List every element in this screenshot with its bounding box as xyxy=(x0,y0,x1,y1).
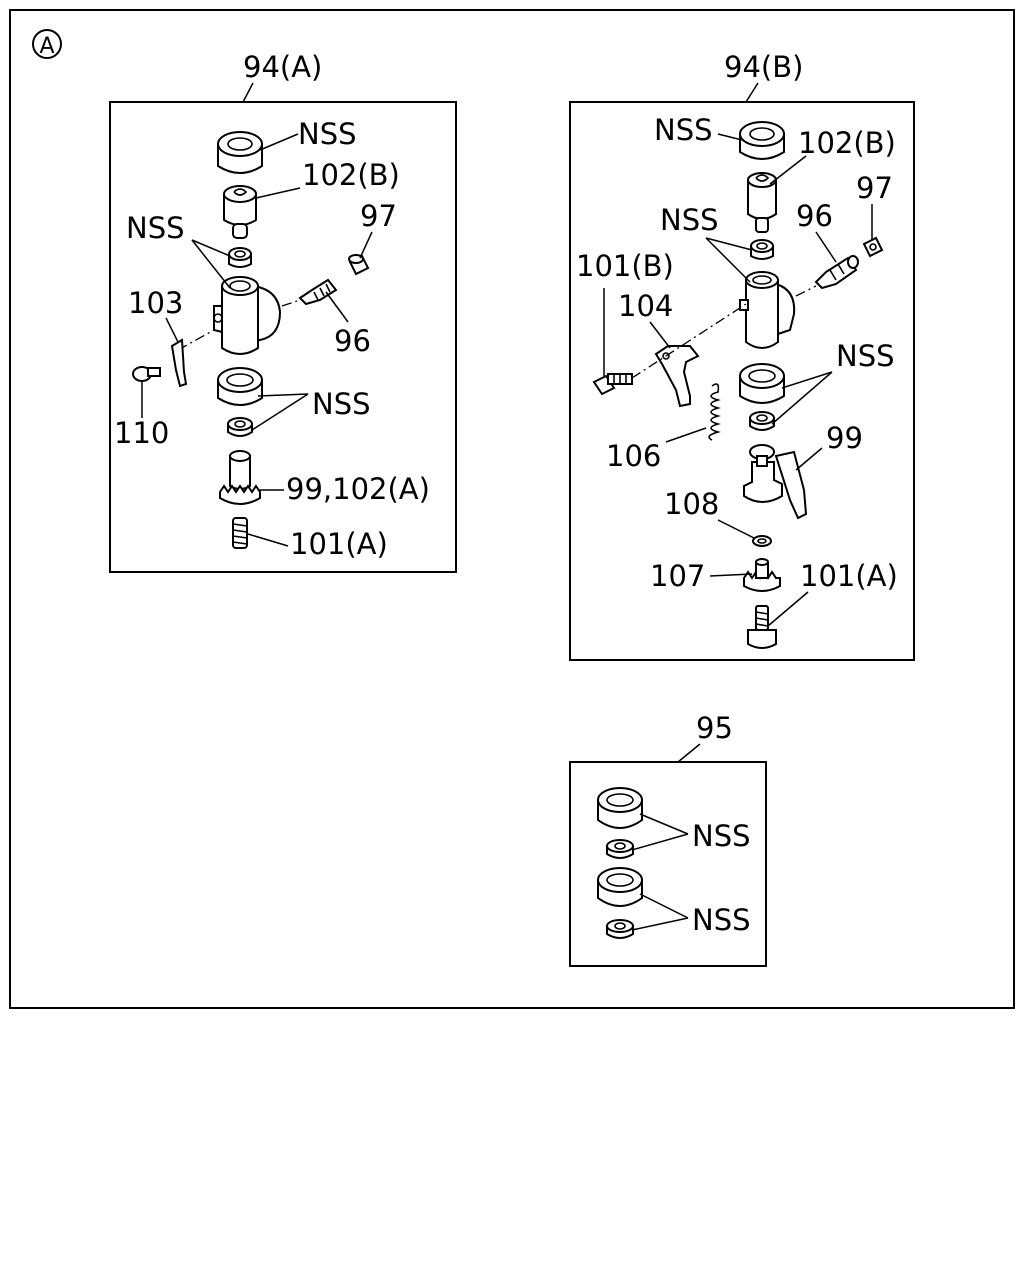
label-107: 107 xyxy=(650,559,705,593)
label-nss: NSS xyxy=(692,903,751,937)
label-nss: NSS xyxy=(836,339,895,373)
label-99-102a: 99,102(A) xyxy=(286,472,430,506)
part-nss-seal xyxy=(597,787,643,829)
part-96-bleeder xyxy=(298,278,338,306)
group-95-title: 95 xyxy=(696,711,733,745)
part-99-lever xyxy=(743,444,808,520)
group-95-box xyxy=(569,761,767,967)
group-94b: 94(B) xyxy=(569,50,915,661)
part-body xyxy=(213,276,282,355)
label-96: 96 xyxy=(334,324,371,358)
part-96-bleeder xyxy=(814,255,859,290)
label-101b: 101(B) xyxy=(576,249,674,283)
part-106-spring xyxy=(708,383,721,441)
part-nss-washer xyxy=(749,411,775,431)
label-nss: NSS xyxy=(126,211,185,245)
group-94a-title: 94(A) xyxy=(243,50,322,84)
part-nss-washer xyxy=(227,417,253,437)
part-nss-cap xyxy=(217,131,263,174)
label-97: 97 xyxy=(856,171,893,205)
label-nss: NSS xyxy=(312,387,371,421)
label-103: 103 xyxy=(128,286,183,320)
label-nss: NSS xyxy=(654,113,713,147)
label-nss: NSS xyxy=(692,819,751,853)
part-101b-bolt xyxy=(592,373,633,396)
part-nss-seal xyxy=(217,367,263,406)
part-nss-seal xyxy=(739,363,785,404)
part-99-piston xyxy=(219,450,261,505)
label-101a: 101(A) xyxy=(800,559,898,593)
part-110-screw xyxy=(132,366,161,382)
label-nss: NSS xyxy=(298,117,357,151)
part-107-gear xyxy=(743,558,781,592)
label-102b: 102(B) xyxy=(302,158,400,192)
group-95: 95 NSS NSS xyxy=(569,711,767,967)
group-94a: 94(A) xyxy=(109,50,457,573)
label-96: 96 xyxy=(796,199,833,233)
label-101a: 101(A) xyxy=(290,527,388,561)
label-99: 99 xyxy=(826,421,863,455)
part-101a-screw xyxy=(232,517,248,549)
part-nss-cap xyxy=(739,121,785,160)
group-94b-title: 94(B) xyxy=(724,50,803,84)
outer-frame xyxy=(9,9,1015,1009)
group-94a-box xyxy=(109,101,457,573)
label-104: 104 xyxy=(618,289,673,323)
group-94b-box xyxy=(569,101,915,661)
part-97-cap xyxy=(348,254,370,276)
section-marker-letter: A xyxy=(39,34,54,59)
part-nss-washer xyxy=(606,919,634,939)
label-97: 97 xyxy=(360,199,397,233)
part-102b-plug xyxy=(747,172,777,233)
part-nss-seal xyxy=(597,867,643,907)
label-nss: NSS xyxy=(660,203,719,237)
section-marker: A xyxy=(32,29,62,59)
label-110: 110 xyxy=(114,416,169,450)
part-104-bracket xyxy=(654,345,700,408)
part-97-cap xyxy=(862,236,884,258)
part-ring xyxy=(750,239,774,260)
part-ring xyxy=(228,247,252,268)
part-102b-plug xyxy=(223,185,257,239)
label-102b: 102(B) xyxy=(798,126,896,160)
part-103-plate xyxy=(170,338,188,388)
part-body xyxy=(739,271,796,349)
part-101a-screw xyxy=(747,605,777,649)
label-106: 106 xyxy=(606,439,661,473)
label-108: 108 xyxy=(664,487,719,521)
part-108-washer xyxy=(752,535,772,547)
part-nss-washer xyxy=(606,839,634,859)
